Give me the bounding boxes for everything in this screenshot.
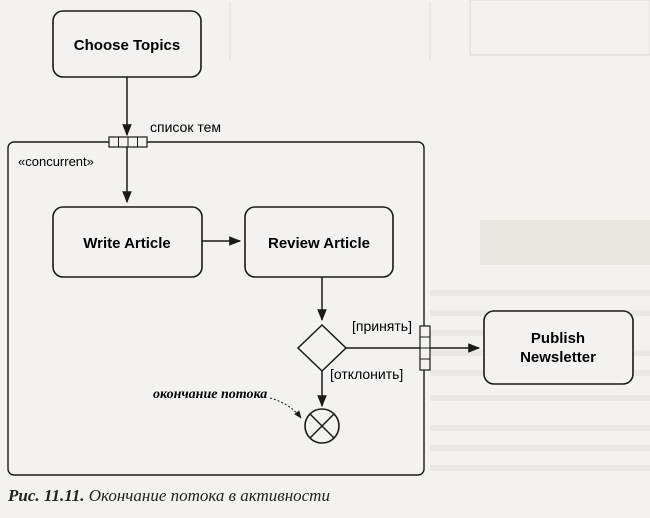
review-article-label: Review Article [268,235,370,252]
flow-final-node[interactable] [304,408,340,444]
input-pin-label: список тем [150,119,221,135]
concurrent-expansion-region[interactable] [7,141,425,476]
figure-caption-number: Рис. 11.11. [8,486,85,505]
write-article-label: Write Article [83,235,171,252]
write-article-action[interactable] [52,206,203,278]
guard-reject: [отклонить] [330,366,403,382]
concurrent-stereotype: «concurrent» [18,154,94,169]
output-pin-list[interactable] [419,325,431,371]
publish-newsletter-label-line1: Publish [531,330,585,347]
decision-node[interactable] [296,323,348,373]
publish-newsletter-label-line2: Newsletter [520,349,596,366]
figure-caption-text: Окончание потока в активности [84,486,330,505]
figure-caption: Рис. 11.11. Окончание потока в активност… [8,486,330,506]
input-pin-list[interactable] [108,136,148,148]
publish-newsletter-action[interactable] [483,310,634,385]
review-article-action[interactable] [244,206,394,278]
flow-final-annotation: окончание потока [153,387,267,402]
guard-accept: [принять] [352,318,412,334]
annotation-leader [269,397,302,419]
choose-topics-label: Choose Topics [74,37,180,54]
